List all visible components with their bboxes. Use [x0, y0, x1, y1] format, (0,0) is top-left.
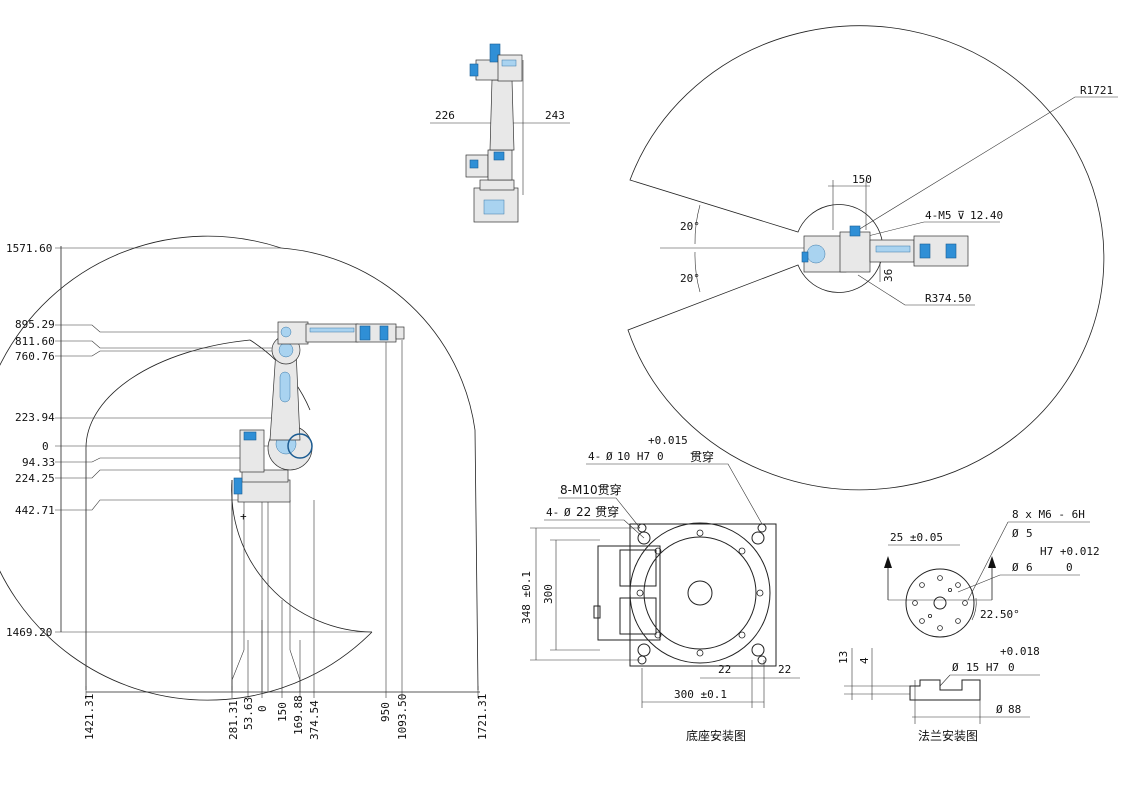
- envelope-inner-bottom-arc: [231, 479, 373, 633]
- level-224: 224.25: [15, 472, 55, 485]
- svg-text:+: +: [240, 510, 247, 523]
- screw-depth: 12.40: [970, 209, 1003, 222]
- level-1469: 1469.20: [6, 626, 52, 639]
- level-811: 811.60: [15, 335, 55, 348]
- flange-h7-tol: H7 +0.012: [1040, 545, 1100, 558]
- base-dim-300h: 300 ±0.1: [674, 688, 727, 701]
- base-plate: [629, 523, 777, 667]
- robot-rear-illustration: [465, 43, 523, 223]
- base-hole22-size: 22 贯穿: [576, 504, 619, 519]
- flange-caption: 法兰安装图: [918, 728, 978, 743]
- flange-dia88: 88: [1008, 703, 1021, 716]
- rear-dim-243: 243: [545, 109, 565, 122]
- screw-note: 4-M5: [925, 209, 952, 222]
- flange-tol6-zero: 0: [1066, 561, 1073, 574]
- svg-text:⊽: ⊽: [957, 209, 965, 222]
- svg-text:Ø: Ø: [952, 661, 959, 674]
- level-1571: 1571.60: [6, 242, 52, 255]
- base-tol-zero: 0: [657, 450, 664, 463]
- rear-dim-226: 226: [435, 109, 455, 122]
- angle-upper: 20°: [680, 220, 700, 233]
- dim-150: 150: [276, 702, 289, 722]
- dim-169: 169.88: [292, 695, 305, 735]
- flange-tol15-top: +0.018: [1000, 645, 1040, 658]
- base-view: +0.015 4- Ø 10 H7 0 贯穿 8-M10贯穿 4- Ø 22 贯…: [520, 434, 800, 743]
- base-hole-note: 4-: [588, 450, 601, 463]
- top-view: 20° 20° R1721 150 4-M5 12.40 ⊽ 36 R374.5…: [627, 25, 1118, 491]
- flange-dia6: 6: [1026, 561, 1033, 574]
- flange-tol15-zero: 0: [1008, 661, 1015, 674]
- flange-view: 8 x M6 - 6H 25 ±0.05 Ø 5 H7 +0.012 Ø 6 0…: [837, 508, 1100, 743]
- angle-lower: 20°: [680, 272, 700, 285]
- envelope-lower-arc: [0, 235, 373, 701]
- base-dim-348: 348 ±0.1: [520, 571, 533, 624]
- flange-angle: 22.50°: [980, 608, 1020, 621]
- base-dim-22b: 22: [778, 663, 791, 676]
- level-895: 895.29: [15, 318, 55, 331]
- flange-dim-25: 25 ±0.05: [890, 531, 943, 544]
- base-m10-note: 8-M10贯穿: [560, 482, 622, 497]
- top-dim-150: 150: [852, 173, 872, 186]
- svg-text:Ø: Ø: [564, 506, 571, 519]
- flange-dia15: 15 H7: [966, 661, 999, 674]
- svg-text:Ø: Ø: [1012, 527, 1019, 540]
- robot-top-illustration: [801, 225, 969, 273]
- flange-section: [909, 679, 981, 701]
- flange-disc: [905, 568, 975, 638]
- base-dim-300v: 300: [542, 584, 555, 604]
- dim-374: 374.54: [308, 700, 321, 740]
- dim-0: 0: [256, 705, 269, 712]
- envelope-left-arc: [85, 339, 251, 690]
- base-thru: 贯穿: [690, 449, 714, 464]
- dim-1093: 1093.50: [396, 694, 409, 740]
- flange-dim-13: 13: [837, 651, 850, 664]
- flange-dim-4: 4: [858, 657, 871, 664]
- svg-text:Ø: Ø: [996, 703, 1003, 716]
- robot-side-illustration: [233, 321, 405, 503]
- level-442: 442.71: [15, 504, 55, 517]
- radius-outer-label: R1721: [1080, 84, 1113, 97]
- base-tol-top: +0.015: [648, 434, 688, 447]
- svg-text:Ø: Ø: [1012, 561, 1019, 574]
- base-outer-circle: [629, 522, 771, 664]
- radius-inner-label: R374.50: [925, 292, 971, 305]
- dim-281: 281.31: [227, 700, 240, 740]
- level-223: 223.94: [15, 411, 55, 424]
- svg-text:Ø: Ø: [606, 450, 613, 463]
- side-view: 1571.60 895.29 811.60 760.76 223.94 0 94…: [0, 235, 489, 740]
- base-hole22-prefix: 4-: [546, 506, 559, 519]
- level-94: 94.33: [22, 456, 55, 469]
- level-0: 0: [42, 440, 49, 453]
- base-dim-22a: 22: [718, 663, 731, 676]
- dim-53: 53.63: [242, 697, 255, 730]
- top-dim-36: 36: [882, 269, 895, 282]
- dim-1421: 1421.31: [83, 694, 96, 740]
- dim-1721: 1721.31: [476, 694, 489, 740]
- flange-thread-note: 8 x M6 - 6H: [1012, 508, 1085, 521]
- base-caption: 底座安装图: [686, 728, 746, 743]
- rear-view: 226 243: [430, 43, 570, 223]
- level-760: 760.76: [15, 350, 55, 363]
- envelope-outer-arc: [280, 247, 479, 691]
- dim-950: 950: [379, 702, 392, 722]
- base-hole-dia: 10 H7: [617, 450, 650, 463]
- flange-dia5: 5: [1026, 527, 1033, 540]
